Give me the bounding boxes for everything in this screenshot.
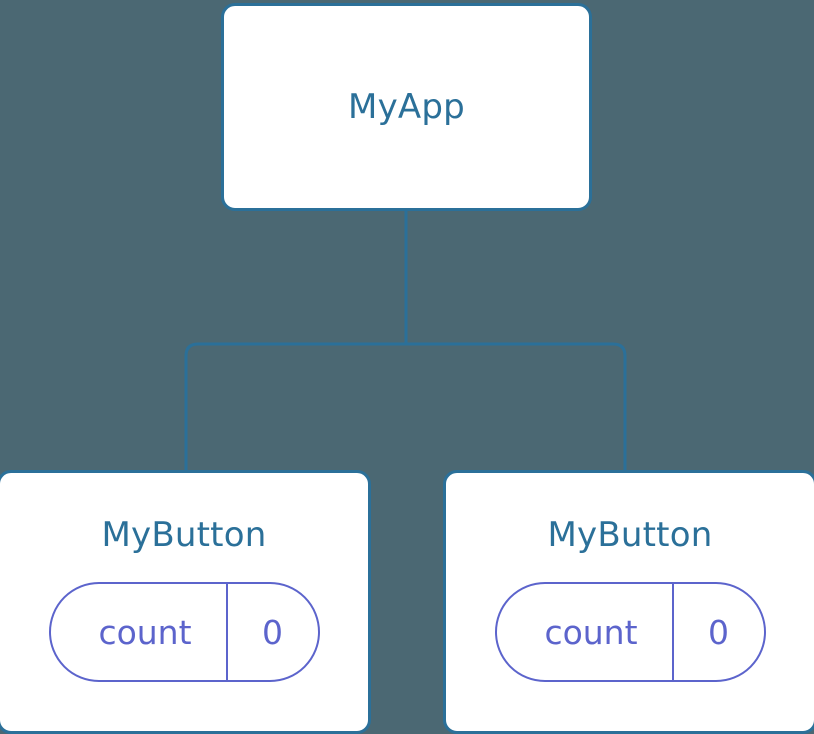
node-title: MyApp xyxy=(348,87,465,127)
state-value: 0 xyxy=(225,584,318,680)
state-pill[interactable]: count 0 xyxy=(48,582,320,682)
state-key: count xyxy=(98,612,192,652)
edge-to-child-0 xyxy=(184,342,406,472)
state-pill[interactable]: count 0 xyxy=(494,582,766,682)
edge-to-child-1 xyxy=(406,342,627,472)
node-title: MyButton xyxy=(547,515,713,555)
node-myapp[interactable]: MyApp xyxy=(221,3,592,211)
state-value: 0 xyxy=(671,584,764,680)
node-title: MyButton xyxy=(101,515,267,555)
node-mybutton-0[interactable]: MyButton count 0 xyxy=(0,470,371,734)
node-mybutton-1[interactable]: MyButton count 0 xyxy=(443,470,814,734)
state-key: count xyxy=(544,612,638,652)
